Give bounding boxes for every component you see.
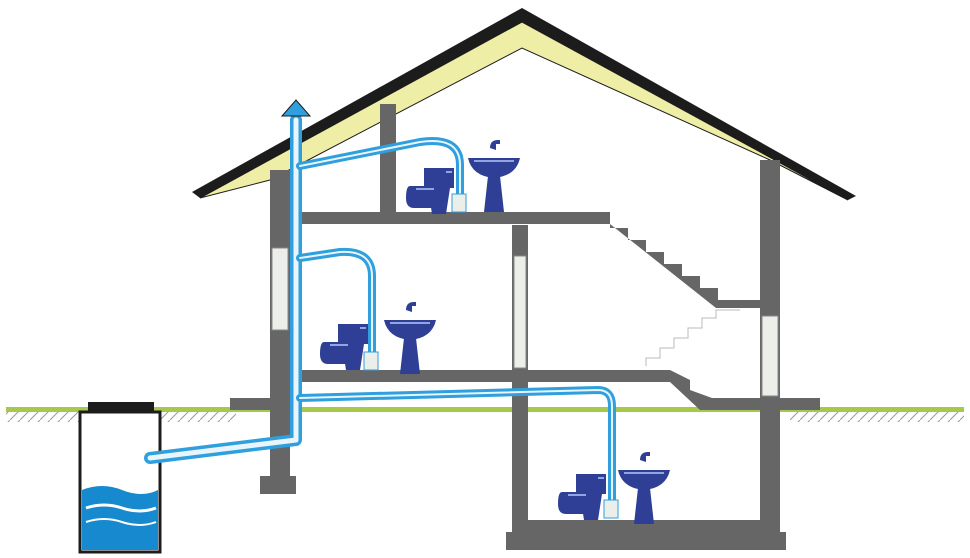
septic-tank <box>78 402 162 554</box>
macerator-pump-icon <box>603 499 619 519</box>
sewer-pipes <box>144 114 616 504</box>
arrow-up-icon <box>280 99 312 117</box>
macerator-pump-icon <box>451 193 467 213</box>
macerator-pump-icon <box>363 351 379 371</box>
washbasin-icon <box>618 452 670 524</box>
toilet-icon <box>406 168 454 214</box>
windows <box>271 247 779 397</box>
toilet-icon <box>320 324 368 370</box>
washbasin-icon <box>384 302 436 374</box>
washbasin-icon <box>468 140 520 212</box>
toilet-icon <box>558 474 606 520</box>
staircase <box>610 212 760 410</box>
